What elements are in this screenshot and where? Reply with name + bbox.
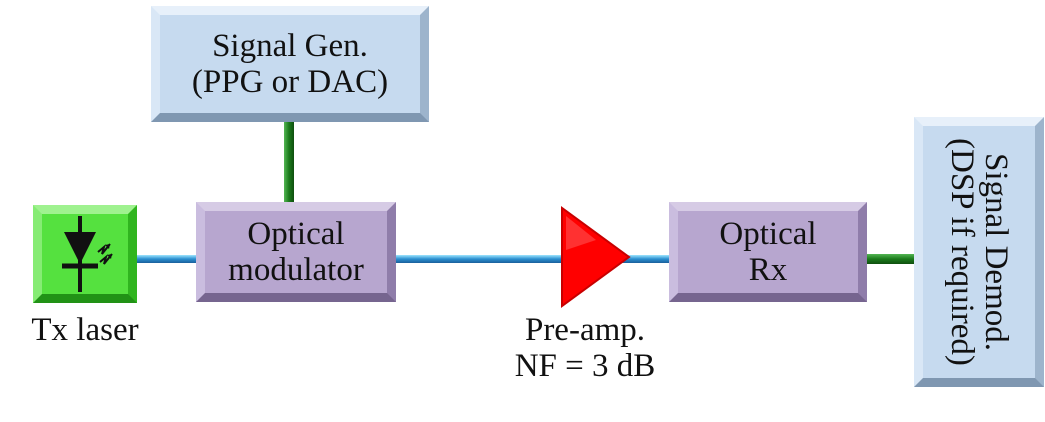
signal-generator-label-line1: Signal Gen. (212, 28, 368, 64)
pre-amp-caption: Pre-amp. NF = 3 dB (486, 312, 684, 384)
optical-modulator-label-line1: Optical (247, 216, 345, 252)
signal-demod-label-line1: Signal Demod. (978, 153, 1014, 351)
amplifier-highlight (566, 216, 596, 250)
optical-link-amp-to-rx (622, 255, 671, 263)
optical-rx-label-line1: Optical (719, 216, 817, 252)
pre-amp-caption-line2: NF = 3 dB (514, 348, 656, 384)
electrical-link-rx-to-demod (867, 254, 916, 264)
optical-modulator-block: Optical modulator (196, 202, 396, 302)
signal-generator-label-line2: (PPG or DAC) (191, 64, 389, 100)
pre-amp-caption-line1: Pre-amp. (524, 312, 646, 348)
signal-demod-label-line2: (DSP if required) (944, 138, 980, 366)
optical-rx-block: Optical Rx (669, 202, 867, 302)
tx-laser-caption: Tx laser (31, 312, 139, 348)
tx-laser-block (33, 205, 137, 303)
electrical-link-gen-to-mod (284, 122, 294, 204)
optical-link-mod-to-amp (396, 255, 564, 263)
signal-generator-block: Signal Gen. (PPG or DAC) (151, 6, 429, 122)
laser-diode-icon (62, 216, 113, 292)
optical-rx-label-line2: Rx (748, 252, 788, 288)
optical-modulator-label-line2: modulator (228, 252, 364, 288)
signal-demod-block: Signal Demod. (DSP if required) (914, 117, 1044, 387)
optical-link-laser-to-mod (137, 255, 198, 263)
signal-demod-text: Signal Demod. (DSP if required) (944, 138, 1014, 366)
